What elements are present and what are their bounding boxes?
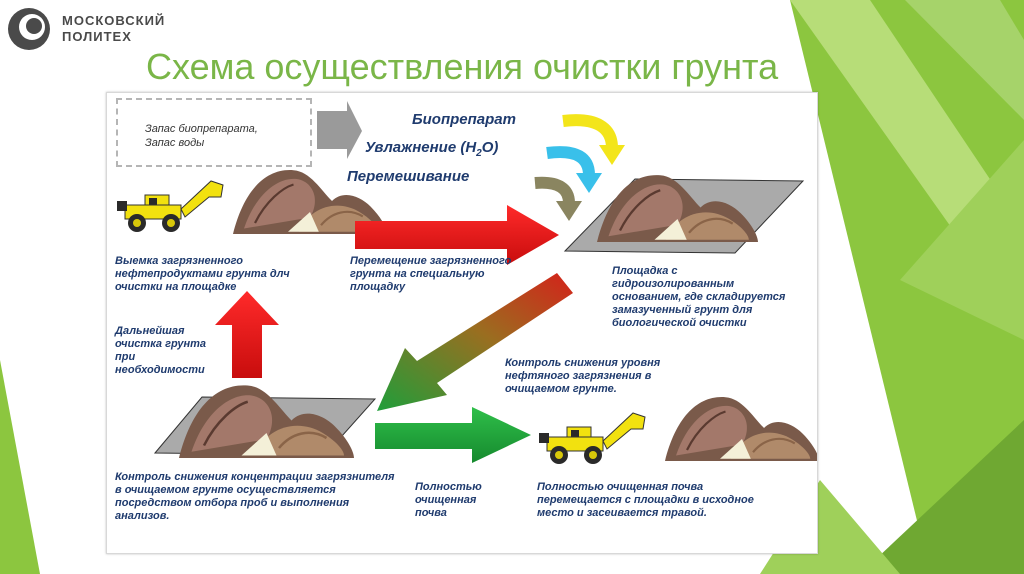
logo-line-1: МОСКОВСКИЙ [62,13,166,28]
loader-2 [538,412,646,465]
clean-soil-arrow [375,407,531,463]
input-mixing: Перемешивание [347,168,470,185]
label-transfer: Перемещение загрязненного грунта на спец… [350,255,512,293]
logo-mark-icon [8,8,50,50]
input-biopreparation: Биопрепарат [412,111,516,128]
further-cleaning-arrow [215,291,279,378]
diagram-graphics [116,101,817,465]
supply-arrow [317,101,362,159]
logo: МОСКОВСКИЙ ПОЛИТЕХ [6,6,165,52]
label-sampling: Контроль снижения концентрации загрязнит… [115,471,395,522]
transfer-arrow [355,205,559,265]
label-clean-soil: Полностью очищенная почва [415,481,482,519]
logo-line-2: ПОЛИТЕХ [62,29,132,44]
mixing-arrow [534,176,575,204]
label-excavation: Выемка загрязненного нефтепродуктами гру… [115,255,290,293]
label-monitoring: Контроль снижения уровня нефтяного загря… [505,357,661,395]
label-return: Полностью очищенная почва перемещается с… [537,481,754,519]
supply-line-2: Запас воды [145,137,205,149]
moistening-arrow [546,146,595,176]
loader-1 [116,180,224,233]
supply-line-1: Запас биопрепарата, [145,123,258,135]
diagonal-arrow [377,273,573,411]
supply-box: Запас биопрепарата, Запас воды [116,98,312,167]
biopreparation-arrow [562,114,618,149]
diagram-panel: Запас биопрепарата, Запас воды Биопрепар… [106,92,818,554]
slide-title: Схема осуществления очистки грунта [146,46,779,87]
label-platform: Площадка с гидроизолированным основанием… [612,265,786,329]
input-moistening: Увлажнение (H2O) [365,139,499,159]
label-further-cleaning: Дальнейшая очистка грунта при необходимо… [115,325,207,376]
logo-text: МОСКОВСКИЙ ПОЛИТЕХ [62,13,165,45]
